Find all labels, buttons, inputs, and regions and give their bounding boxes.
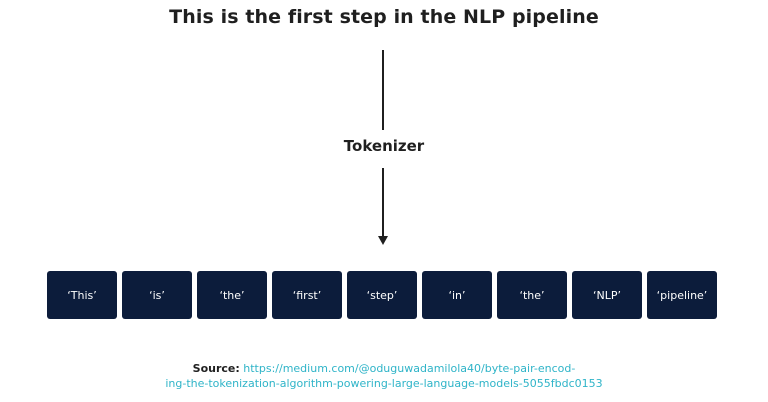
token-box: ‘This’: [47, 271, 117, 319]
token-box: ‘is’: [122, 271, 192, 319]
token-box: ‘NLP’: [572, 271, 642, 319]
token-row: ‘This’ ‘is’ ‘the’ ‘first’ ‘step’ ‘in’ ‘t…: [47, 271, 717, 319]
source-link-continued[interactable]: ing-the-tokenization-algorithm-powering-…: [165, 377, 603, 390]
connector-line-top: [382, 50, 384, 130]
token-box: ‘pipeline’: [647, 271, 717, 319]
token-box: ‘step’: [347, 271, 417, 319]
arrow-down-icon: [378, 236, 388, 245]
token-box: ‘first’: [272, 271, 342, 319]
tokenizer-label: Tokenizer: [343, 137, 425, 155]
source-link[interactable]: https://medium.com/@oduguwadamilola40/by…: [243, 362, 576, 375]
token-box: ‘in’: [422, 271, 492, 319]
source-citation: Source: https://medium.com/@oduguwadamil…: [0, 361, 768, 391]
token-box: ‘the’: [497, 271, 567, 319]
connector-line-bottom: [382, 168, 384, 236]
token-box: ‘the’: [197, 271, 267, 319]
diagram-title: This is the first step in the NLP pipeli…: [169, 6, 599, 28]
source-label: Source:: [192, 362, 240, 375]
